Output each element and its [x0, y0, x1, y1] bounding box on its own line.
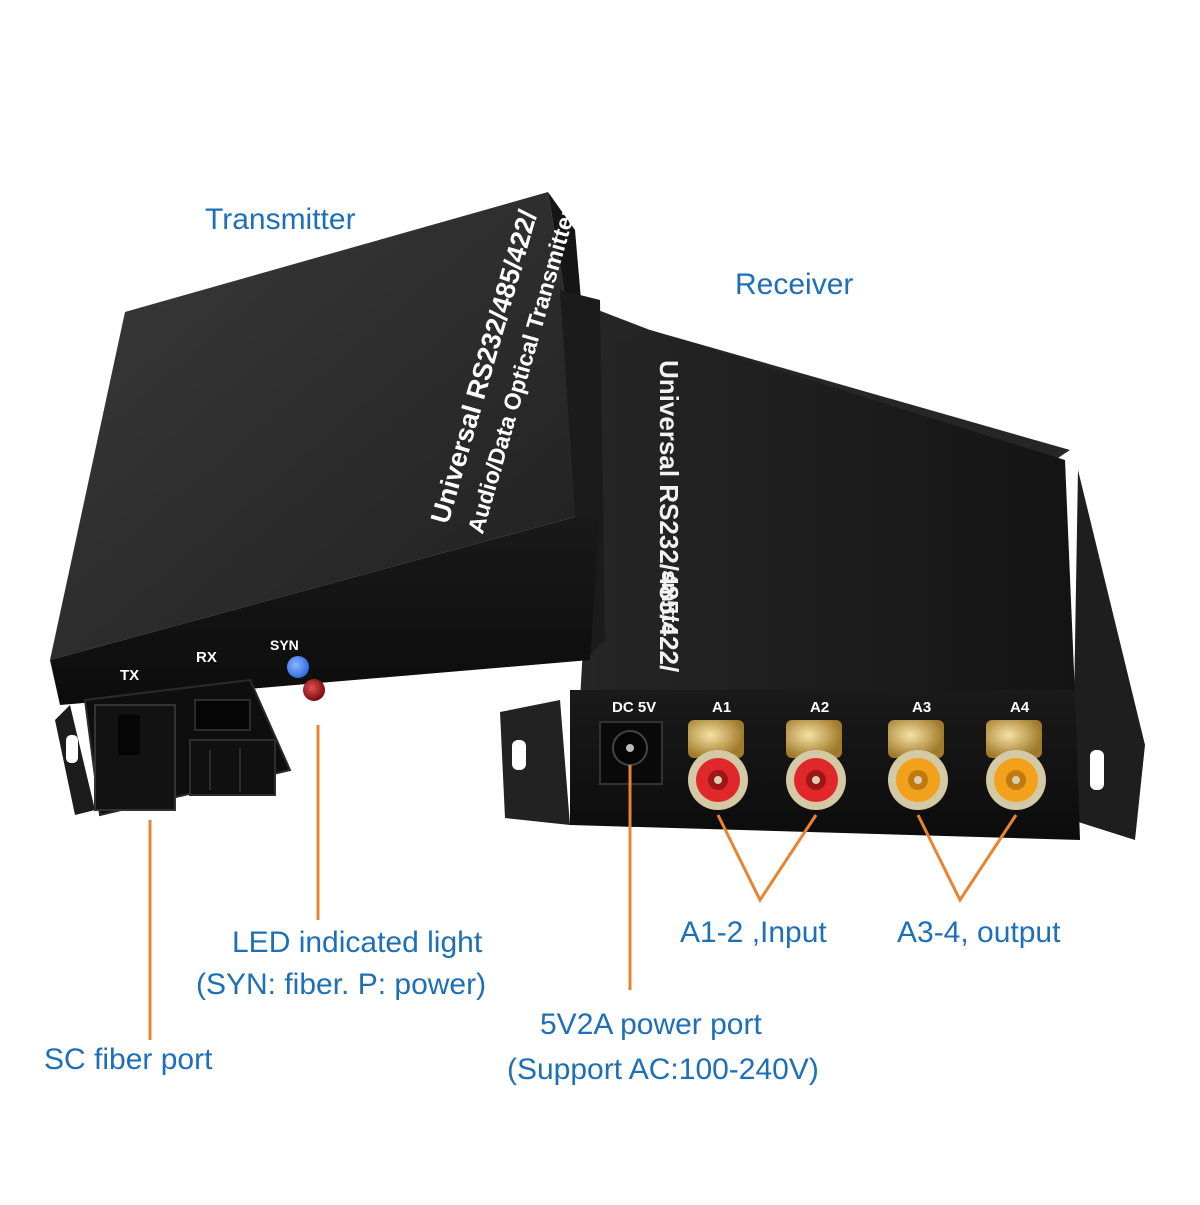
- port-label-a4: A4: [1010, 699, 1030, 716]
- port-label-rx: RX: [196, 649, 217, 666]
- led-caption-line2: (SYN: fiber. P: power): [196, 968, 487, 1001]
- receiver-side-text-2: smitte: [657, 570, 682, 635]
- led-syn-light: [287, 656, 309, 678]
- transmitter-label: Transmitter: [205, 203, 356, 236]
- transmitter-top: [50, 192, 600, 660]
- port-label-a3: A3: [912, 699, 931, 716]
- a34-caption: A3-4, output: [897, 916, 1061, 949]
- transmitter-front-panel: [50, 510, 600, 705]
- port-label-a1: A1: [712, 699, 731, 716]
- led-caption-line1: LED indicated light: [232, 926, 483, 959]
- receiver-flange-slot: [512, 740, 526, 770]
- a12-caption: A1-2 ,Input: [680, 916, 827, 949]
- transmitter-unit: Universal RS232/485/422/ Audio/Data Opti…: [50, 192, 605, 817]
- receiver-side-face: [580, 330, 1075, 700]
- led-label-p: P: [312, 706, 321, 721]
- port-label-tx: TX: [120, 667, 139, 684]
- power-caption-line1: 5V2A power port: [540, 1008, 762, 1041]
- receiver-left-flange: [500, 700, 570, 825]
- rca-port-a4: A4: [986, 699, 1046, 810]
- power-caption-line2: (Support AC:100-240V): [507, 1053, 819, 1086]
- receiver-unit: Universal RS232/485/422/ smitte DC 5V A1: [500, 305, 1145, 840]
- dc-power-jack: DC 5V: [599, 699, 663, 785]
- rca-port-a3: A3: [888, 699, 948, 810]
- rca-port-a2: A2: [786, 699, 846, 810]
- rca-port-a1: A1: [688, 699, 748, 810]
- callout-a12: [716, 814, 818, 904]
- receiver-side-lettering: Universal RS232/485/422/ smitte: [654, 360, 684, 672]
- callout-lines: [148, 725, 1018, 1040]
- port-label-a2: A2: [810, 699, 829, 716]
- led-label-syn: SYN: [270, 637, 299, 653]
- transmitter-right-edge: [548, 192, 600, 520]
- receiver-side-text-1: Universal RS232/485/422/: [654, 360, 684, 672]
- receiver-right-flange: [1072, 470, 1145, 840]
- dc-jack-label: DC 5V: [612, 699, 656, 716]
- receiver-label: Receiver: [735, 268, 854, 301]
- led-power-light: [303, 679, 325, 701]
- transmitter-flange-slot: [66, 735, 78, 763]
- callout-a34: [916, 814, 1018, 904]
- receiver-flange-slot-right: [1090, 750, 1104, 790]
- sc-fiber-connector: [83, 678, 292, 817]
- sc-fiber-caption: SC fiber port: [44, 1043, 213, 1076]
